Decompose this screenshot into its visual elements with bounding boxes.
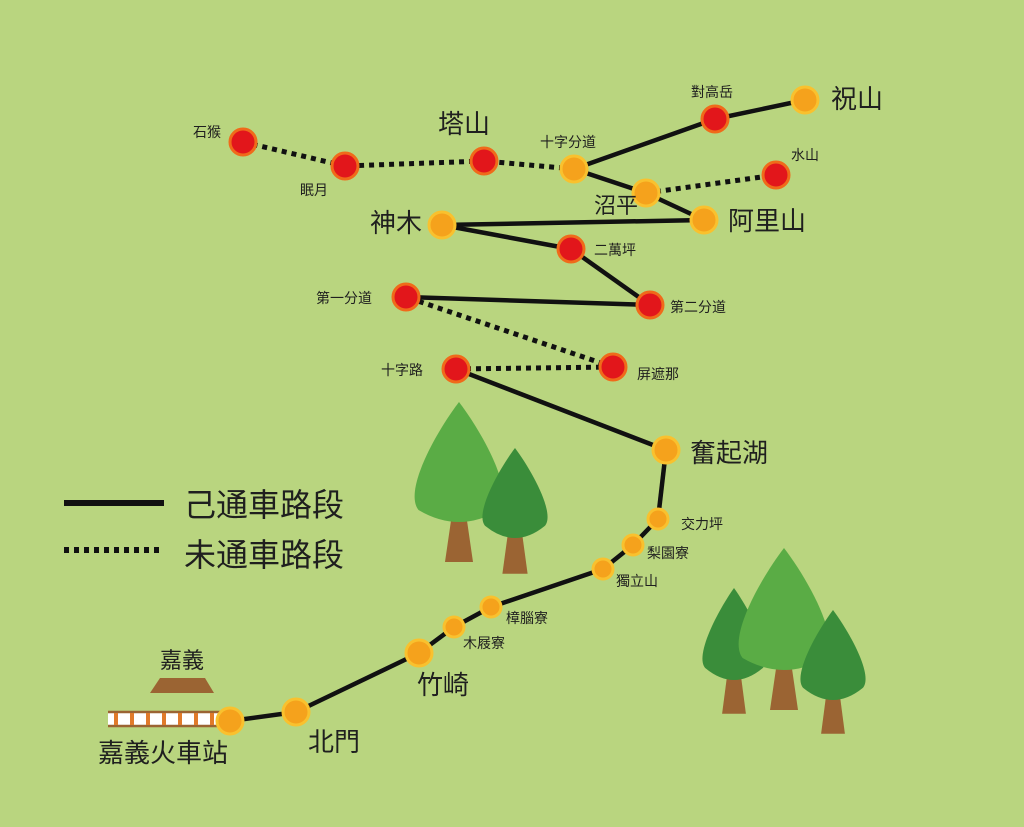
station-marker-shuishan[interactable] [761,160,791,190]
station-label-zhaoping: 沼平 [594,194,638,219]
open-segment-beimen-zhuqi [295,650,420,715]
open-segment-fenqihu-shizilu [455,366,667,453]
station-marker-pingzhena[interactable] [598,352,628,382]
station-marker-jiaoliping[interactable] [646,507,670,531]
station-marker-shenmu[interactable] [427,210,457,240]
station-label-alishan: 阿里山 [728,207,806,237]
station-label-duigaoyue: 對高岳 [691,84,733,101]
station-label-pingzhena: 屏遮那 [637,367,679,383]
station-label-jiaoliping: 交力坪 [681,516,723,533]
legend: 己通車路段 未通車路段 [64,486,344,574]
station-label-shizifendao: 十字分道 [540,135,596,151]
open-segment-shizifendao-duigaoyue [573,116,716,172]
station-marker-tashan[interactable] [469,146,499,176]
station-marker-jiayi[interactable] [215,706,245,736]
station-marker-shihou[interactable] [228,127,258,157]
station-label-mianyue: 眠月 [300,183,328,199]
open-segment-shenmu-alishan [441,217,705,228]
station-building-icon [108,678,220,728]
tree-icon [482,448,548,574]
open-segment-duigaoyue-zhushan [714,97,806,122]
legend-closed-label: 未通車路段 [184,536,344,574]
open-segment-erwanping-shenmu [441,222,572,252]
unopened-track-segments [242,139,777,372]
closed-segment-zhaoping-shuishan [645,172,777,196]
station-label-beimen: 北門 [308,728,360,758]
open-segment-diyifendao-dierfendao [405,294,651,308]
station-label-zhuqi: 竹崎 [417,671,469,701]
station-marker-zhuqi[interactable] [404,638,434,668]
station-marker-mianyue[interactable] [330,151,360,181]
station-marker-diyifendao[interactable] [391,282,421,312]
station-label-zhushan: 祝山 [831,85,883,115]
station-marker-dulishan[interactable] [591,557,615,581]
station-label-erwanping: 二萬坪 [594,243,636,259]
station-label-liyuanliao: 梨園寮 [647,545,689,562]
station-label-zhangnaoliao: 樟腦寮 [506,610,548,627]
station-marker-zhushan[interactable] [790,85,820,115]
station-marker-mululiao[interactable] [442,615,466,639]
station-label-mululiao: 木屐寮 [463,635,505,652]
station-label-shuishan: 水山 [791,148,819,164]
station-label-shizilu: 十字路 [381,363,423,379]
closed-segment-pingzhena-diyifendao [405,294,614,370]
station-label-dulishan: 獨立山 [616,574,658,590]
station-label-fenqihu: 奮起湖 [690,439,768,469]
station-label-shenmu: 神木 [370,209,422,239]
forest-decoration [414,402,866,734]
station-marker-zhangnaoliao[interactable] [479,595,503,619]
closed-segment-mianyue-shihou [242,139,346,169]
open-segment-zhangnaoliao-dulishan [490,566,604,610]
station-marker-fenqihu[interactable] [651,435,681,465]
station-marker-duigaoyue[interactable] [700,104,730,134]
station-marker-shizilu[interactable] [441,354,471,384]
station-marker-beimen[interactable] [281,697,311,727]
station-marker-liyuanliao[interactable] [621,533,645,557]
tree-icon [800,610,866,734]
station-label-diyifendao: 第一分道 [316,290,372,307]
station-label-jiayi: 嘉義火車站 [98,739,228,769]
station-label-dierfendao: 第二分道 [670,299,726,316]
station-marker-dierfendao[interactable] [635,290,665,320]
tree-icon [414,402,504,562]
closed-segment-tashan-mianyue [344,158,485,169]
legend-open-label: 己通車路段 [184,486,344,524]
tree-icon [738,548,830,710]
city-label-jiayi: 嘉義 [160,649,204,674]
station-marker-zhaoping[interactable] [631,178,661,208]
station-label-tashan: 塔山 [438,110,490,140]
station-marker-shizifendao[interactable] [559,154,589,184]
station-marker-erwanping[interactable] [556,234,586,264]
station-label-shihou: 石猴 [193,125,221,141]
open-segment-dierfendao-erwanping [569,247,652,307]
station-marker-alishan[interactable] [689,205,719,235]
closed-segment-shizilu-pingzhena [455,364,614,372]
station-markers [215,85,820,736]
